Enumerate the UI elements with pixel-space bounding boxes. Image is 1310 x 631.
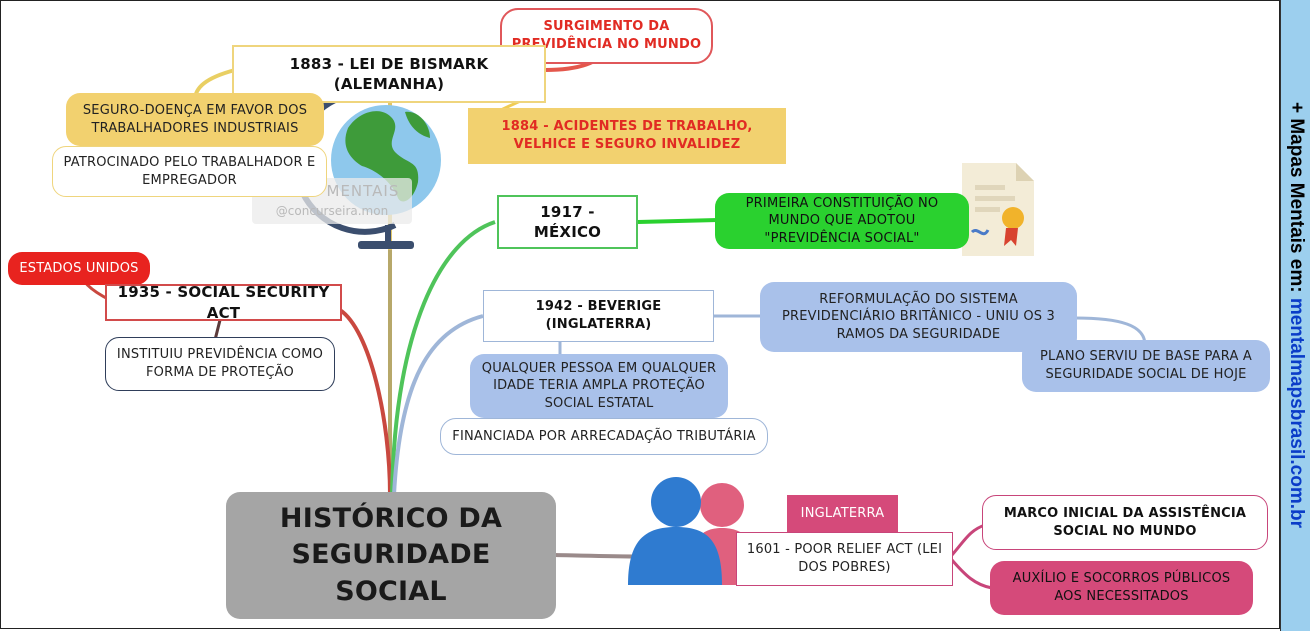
qualquer-node[interactable]: QUALQUER PESSOA EM QUALQUER IDADE TERIA … <box>470 354 728 418</box>
instituiu-node[interactable]: INSTITUIU PREVIDÊNCIA COMO FORMA DE PROT… <box>105 337 335 391</box>
marco-node[interactable]: MARCO INICIAL DA ASSISTÊNCIA SOCIAL NO M… <box>982 495 1268 550</box>
acidentes-node[interactable]: 1884 - ACIDENTES DE TRABALHO, VELHICE E … <box>468 108 786 164</box>
poor-relief-node[interactable]: 1601 - POOR RELIEF ACT (LEI DOS POBRES) <box>736 532 953 586</box>
usa-instituiu-connector <box>213 319 222 341</box>
sidebar-text: + Mapas Mentais em: mentalmapsbrasil.com… <box>1285 102 1307 528</box>
poor-auxilio-connector <box>950 559 993 590</box>
poor-marco-connector <box>950 523 986 556</box>
certificate-icon <box>962 163 1034 256</box>
watermark-handle: @concurseira.mon <box>275 204 389 218</box>
patrocinado-node[interactable]: PATROCINADO PELO TRABALHADOR E EMPREGADO… <box>52 146 327 197</box>
beverige-connector <box>392 314 484 496</box>
bismark-node[interactable]: 1883 - LEI DE BISMARK (ALEMANHA) <box>232 45 546 103</box>
sidebar-prefix: + Mapas Mentais em: <box>1286 101 1307 298</box>
sidebar-banner: + Mapas Mentais em: mentalmapsbrasil.com… <box>1280 0 1310 631</box>
seguro-doenca-node[interactable]: SEGURO-DOENÇA EM FAVOR DOS TRABALHADORES… <box>66 93 324 146</box>
auxilio-node[interactable]: AUXÍLIO E SOCORROS PÚBLICOS AOS NECESSIT… <box>990 561 1253 615</box>
sidebar-url[interactable]: mentalmapsbrasil.com.br <box>1286 297 1307 529</box>
surgimento-node[interactable]: SURGIMENTO DA PREVIDÊNCIA NO MUNDO <box>500 8 713 64</box>
central-title-line2: SEGURIDADE SOCIAL <box>291 539 491 607</box>
estados-unidos-node[interactable]: ESTADOS UNIDOS <box>8 252 150 285</box>
mexico-node[interactable]: 1917 - MÉXICO <box>497 195 638 249</box>
social-security-act-node[interactable]: 1935 - SOCIAL SECURITY ACT <box>105 283 342 322</box>
plano-node[interactable]: PLANO SERVIU DE BASE PARA A SEGURIDADE S… <box>1022 340 1270 392</box>
financiada-node[interactable]: FINANCIADA POR ARRECADAÇÃO TRIBUTÁRIA <box>440 418 768 455</box>
reformulacao-node[interactable]: REFORMULAÇÃO DO SISTEMA PREVIDENCIÁRIO B… <box>760 282 1077 352</box>
beverige-node[interactable]: 1942 - BEVERIGE (INGLATERRA) <box>483 290 714 342</box>
mexico-constituicao-connector <box>637 218 719 224</box>
constituicao-node[interactable]: PRIMEIRA CONSTITUIÇÃO NO MUNDO QUE ADOTO… <box>715 193 969 249</box>
inglaterra-node[interactable]: INGLATERRA <box>787 495 898 533</box>
central-node[interactable]: HISTÓRICO DA SEGURIDADE SOCIAL <box>226 492 556 619</box>
central-title-line1: HISTÓRICO DA <box>279 502 503 534</box>
usa-connector <box>338 308 392 496</box>
beverige-plano-connector <box>1074 316 1147 346</box>
watermark: MAPAS MENTAIS @concurseira.mon <box>252 178 412 224</box>
mexico-connector <box>390 220 496 496</box>
